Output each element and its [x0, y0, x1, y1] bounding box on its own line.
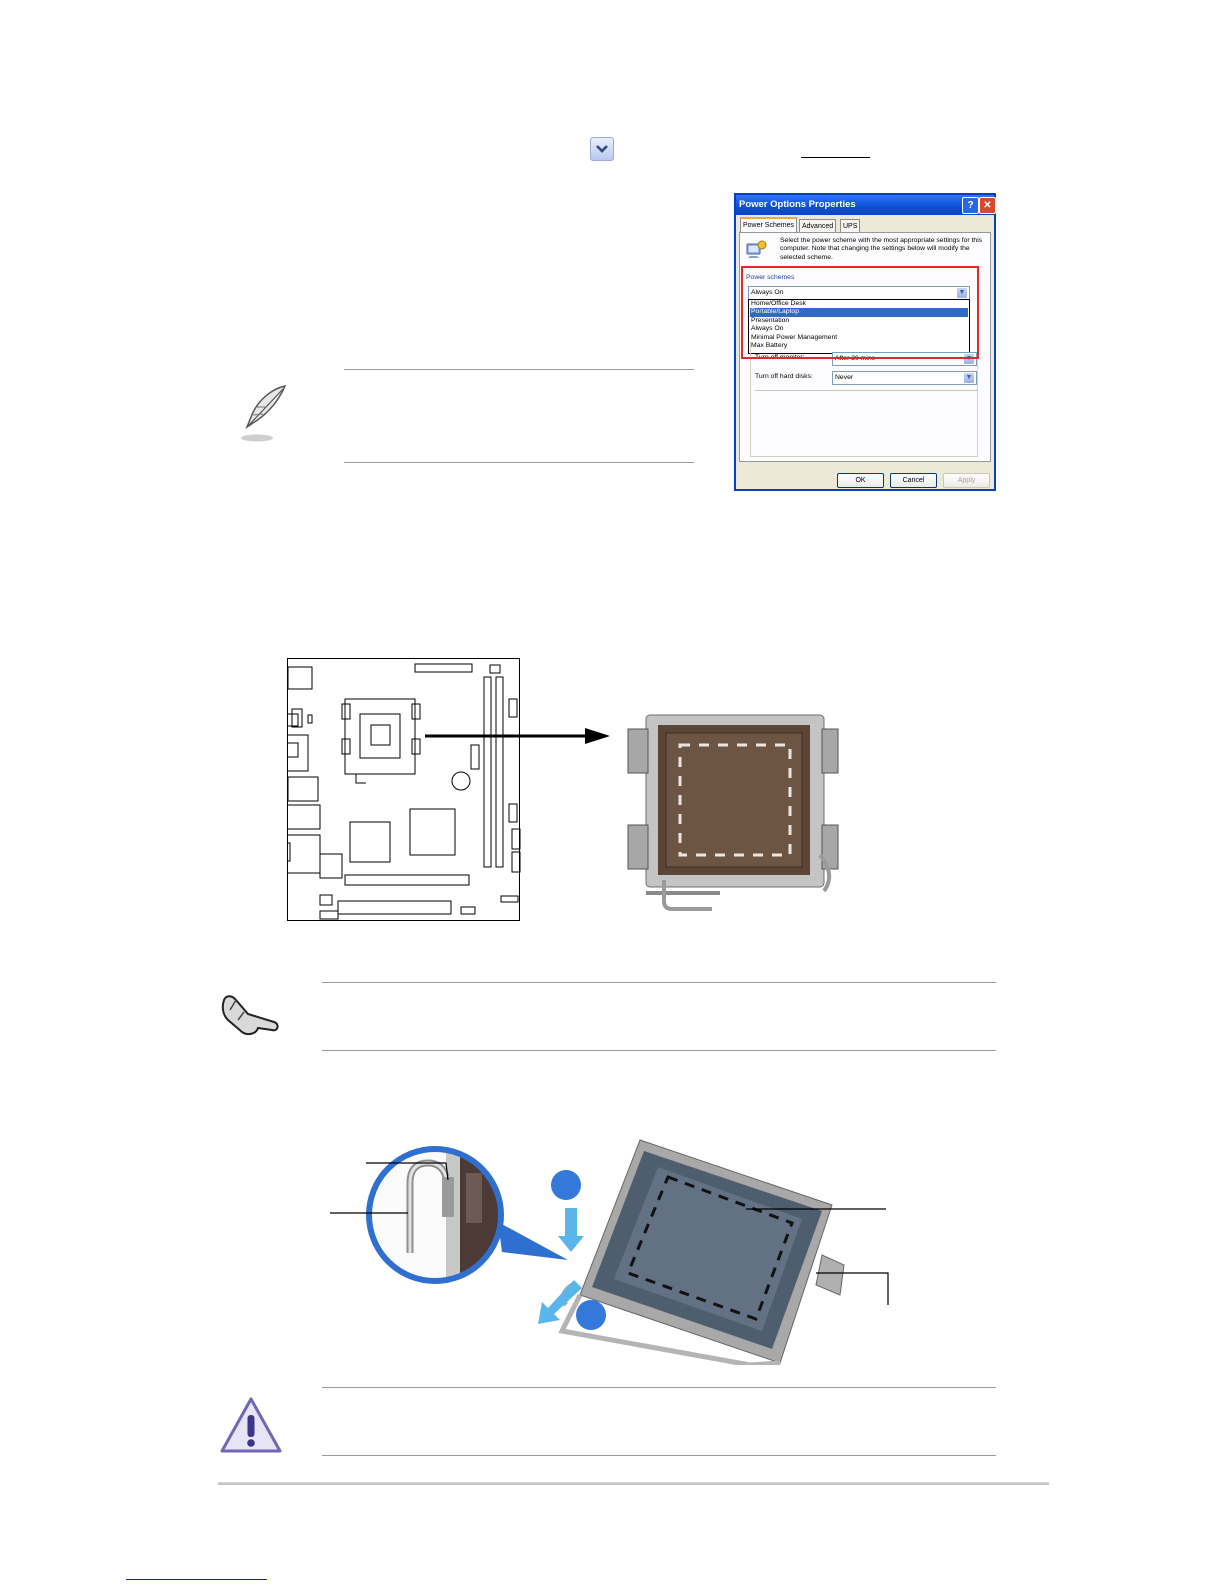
- power-scheme-select[interactable]: Always On ▼: [748, 286, 970, 300]
- cancel-button[interactable]: Cancel: [890, 473, 937, 488]
- scheme-option-portable-laptop[interactable]: Portable/Laptop: [750, 308, 968, 317]
- pointing-hand-icon: [218, 992, 282, 1036]
- scheme-option-presentation[interactable]: Presentation: [751, 316, 790, 324]
- scheme-option-max-battery[interactable]: Max Battery: [751, 342, 788, 349]
- zoom-connector: [498, 1222, 568, 1262]
- press-down-arrow-icon: [556, 1208, 586, 1254]
- important-rule-top: [322, 982, 996, 983]
- pull-out-arrow-icon: [536, 1280, 582, 1326]
- dialog-description: Select the power scheme with the most ap…: [780, 237, 983, 261]
- turn-off-hard-disks-value: Never: [835, 374, 854, 381]
- dialog-titlebar: Power Options Properties ? ✕: [736, 195, 996, 215]
- settings-group-frame: [750, 341, 978, 457]
- apply-button[interactable]: Apply: [943, 473, 990, 488]
- power-scheme-dropdown-list: Home/Office Desk Portable/Laptop Present…: [748, 299, 970, 354]
- scheme-option-minimal-power[interactable]: Minimal Power Management: [751, 333, 838, 341]
- tab-power-schemes[interactable]: Power Schemes: [740, 217, 797, 234]
- power-scheme-value: Always On: [751, 289, 784, 296]
- warning-triangle-icon: [218, 1395, 284, 1457]
- step-marker-1: [551, 1170, 581, 1200]
- chevron-down-icon: [590, 137, 614, 161]
- tab-ups[interactable]: UPS: [840, 219, 861, 233]
- step-marker-2: [576, 1300, 606, 1330]
- turn-off-hard-disks-select[interactable]: Never ▼: [832, 371, 977, 385]
- scheme-option-always-on[interactable]: Always On: [751, 325, 784, 333]
- caution-rule-top: [322, 1387, 996, 1388]
- turn-off-hard-disks-label: Turn off hard disks:: [755, 373, 813, 380]
- feather-pen-icon: [233, 383, 293, 445]
- caution-rule-bottom: [322, 1455, 996, 1456]
- footer-rule: [218, 1482, 1049, 1485]
- dialog-title: Power Options Properties: [739, 199, 856, 210]
- cpu-socket-photo: [620, 705, 850, 915]
- cpu-socket-angled-photo: [540, 1135, 850, 1368]
- power-schemes-highlight-box: [741, 266, 979, 359]
- lever-tab-zoom-view: [362, 1143, 512, 1288]
- motherboard-layout-diagram: [273, 658, 521, 921]
- underline-mark: [801, 157, 870, 158]
- note-rule-top: [344, 369, 694, 370]
- important-rule-bottom: [322, 1050, 996, 1051]
- close-button[interactable]: ✕: [979, 197, 996, 214]
- tab-advanced[interactable]: Advanced: [799, 219, 837, 233]
- divider: [755, 390, 977, 391]
- power-options-dialog: Power Options Properties ? ✕ Power Schem…: [734, 193, 996, 491]
- power-schemes-label: Power schemes: [746, 274, 795, 281]
- help-button[interactable]: ?: [962, 197, 979, 214]
- scheme-option-home-office[interactable]: Home/Office Desk: [751, 300, 807, 307]
- ok-button[interactable]: OK: [837, 473, 884, 488]
- pointer-arrow: [425, 728, 610, 744]
- power-options-icon: [746, 239, 768, 258]
- footer-link-underline: [126, 1579, 267, 1580]
- chevron-down-icon[interactable]: ▼: [964, 373, 974, 383]
- note-rule-bottom: [344, 462, 694, 463]
- chevron-down-icon[interactable]: ▼: [957, 288, 967, 298]
- power-schemes-panel: Select the power scheme with the most ap…: [739, 232, 991, 462]
